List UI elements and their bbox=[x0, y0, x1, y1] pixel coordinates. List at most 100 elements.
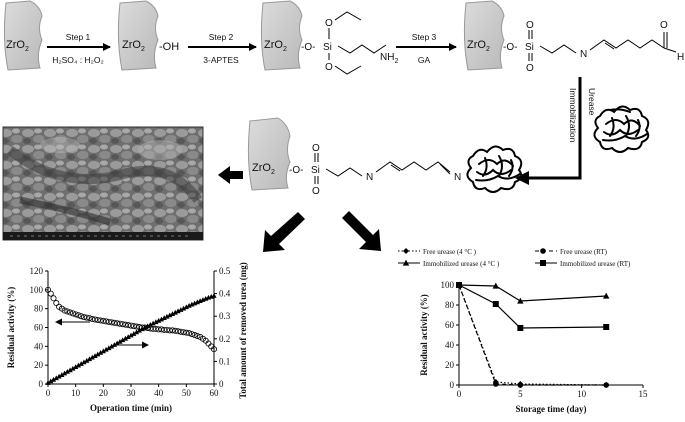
removed-urea-point bbox=[114, 340, 120, 346]
series-point-1 bbox=[493, 381, 499, 387]
activity-point bbox=[97, 317, 104, 324]
legend-swatch-marker bbox=[402, 259, 410, 266]
activity-point bbox=[183, 329, 190, 336]
series-point-1 bbox=[517, 382, 524, 388]
removed-urea-point bbox=[178, 307, 184, 312]
removed-urea-point bbox=[145, 323, 151, 329]
activity-point bbox=[186, 330, 193, 337]
activity-point bbox=[67, 309, 74, 316]
removed-urea-point bbox=[150, 320, 156, 326]
x-tick-label: 0 bbox=[457, 389, 462, 399]
removed-urea-point bbox=[97, 350, 104, 355]
arrow-to-right-chart bbox=[342, 211, 381, 251]
aldehyde-hydrogen: H bbox=[677, 52, 684, 63]
activity-point bbox=[105, 318, 112, 325]
right-chart-ylabel: Residual activity (%) bbox=[419, 294, 429, 376]
x-tick-label: 20 bbox=[99, 388, 109, 398]
legend-label: Free urease (RT) bbox=[560, 248, 608, 256]
removed-urea-point bbox=[153, 319, 159, 325]
activity-point bbox=[53, 300, 60, 307]
activity-point bbox=[45, 286, 52, 293]
activity-point bbox=[108, 319, 115, 326]
activity-point bbox=[119, 321, 126, 328]
x-tick-label: 60 bbox=[210, 388, 220, 398]
x-tick-label: 40 bbox=[154, 388, 164, 398]
left-chart-y2label: Total amount of removed urea (mg) bbox=[238, 262, 248, 399]
removed-urea-point bbox=[86, 356, 93, 362]
activity-point bbox=[172, 327, 179, 334]
x-tick-label: 10 bbox=[577, 389, 587, 399]
series-point-1 bbox=[603, 382, 609, 388]
removed-urea-point bbox=[186, 303, 192, 308]
activity-point bbox=[180, 329, 187, 336]
activity-point bbox=[194, 332, 201, 339]
activity-point bbox=[103, 318, 110, 325]
removed-urea-point bbox=[89, 354, 95, 360]
removed-urea-point bbox=[136, 327, 142, 333]
series-line-0 bbox=[458, 284, 607, 386]
activity-point bbox=[80, 314, 87, 321]
arrow-to-left-chart bbox=[263, 212, 305, 252]
removed-urea-point bbox=[70, 365, 76, 371]
removed-urea-point bbox=[169, 311, 176, 316]
series-point-3 bbox=[456, 282, 462, 288]
svg-text:ZrO2: ZrO2 bbox=[122, 39, 145, 53]
sem-image bbox=[2, 126, 204, 241]
removed-urea-point bbox=[81, 359, 87, 365]
removed-urea-point bbox=[73, 364, 79, 370]
series-point-3 bbox=[492, 301, 499, 307]
step-2-label: Step 2 bbox=[209, 32, 234, 42]
activity-point bbox=[191, 332, 198, 339]
activity-point bbox=[83, 314, 90, 321]
series-point-2 bbox=[492, 282, 499, 289]
step-1-reagent: H₂SO₄ : H₂O₂ bbox=[52, 55, 104, 65]
svg-text:O: O bbox=[325, 18, 333, 29]
left-chart-ylabel: Residual activity (%) bbox=[6, 287, 16, 369]
activity-point bbox=[111, 319, 118, 326]
svg-text:Si: Si bbox=[311, 165, 320, 176]
series-line-3 bbox=[458, 284, 607, 329]
activity-point bbox=[122, 321, 129, 328]
right-y-tick-label: 0.5 bbox=[219, 266, 231, 276]
removed-urea-point bbox=[67, 367, 73, 373]
svg-text:O: O bbox=[312, 143, 320, 154]
zro2-label: ZrO2 bbox=[6, 39, 29, 53]
series-line-1 bbox=[458, 284, 607, 386]
removed-urea-point bbox=[175, 308, 181, 314]
zro2-particle-2: ZrO2 -OH bbox=[117, 0, 179, 71]
removed-urea-point bbox=[122, 335, 129, 341]
x-tick-label: 50 bbox=[182, 388, 192, 398]
imine-nitrogen: N bbox=[580, 49, 587, 60]
removed-urea-point bbox=[131, 331, 137, 336]
activity-point bbox=[125, 322, 132, 329]
removed-urea-point bbox=[211, 293, 217, 298]
legend-label: Immobilized urease (RT) bbox=[560, 260, 631, 268]
removed-urea-point bbox=[48, 378, 54, 384]
svg-text:O: O bbox=[325, 62, 333, 73]
svg-text:ZrO2: ZrO2 bbox=[252, 162, 275, 176]
right-y-tick-label: 0.1 bbox=[219, 356, 230, 366]
activity-point bbox=[78, 313, 85, 320]
right-chart-xlabel: Storage time (day) bbox=[516, 404, 587, 414]
svg-text:O: O bbox=[526, 20, 534, 31]
removed-urea-point bbox=[180, 305, 187, 311]
right-y-tick-label: 0 bbox=[219, 379, 224, 389]
y-tick-label: 20 bbox=[445, 360, 455, 370]
step-3-reagent: GA bbox=[418, 55, 431, 65]
legend-label: Free urease (4 °C ) bbox=[423, 248, 477, 256]
svg-text:ZrO2: ZrO2 bbox=[264, 39, 287, 53]
right-y-tick-label: 0.3 bbox=[219, 311, 231, 321]
activity-point bbox=[133, 323, 140, 330]
step-2-reagent: 3-APTES bbox=[203, 55, 239, 65]
left-chart-xlabel: Operation time (min) bbox=[90, 403, 172, 413]
y-tick-label: 40 bbox=[445, 340, 455, 350]
removed-urea-point bbox=[161, 315, 167, 321]
activity-point bbox=[72, 311, 79, 318]
zro2-particle-5: ZrO2 -O- Si O O N N bbox=[247, 117, 461, 197]
activity-point bbox=[94, 316, 101, 323]
zro2-particle-1: ZrO2 bbox=[3, 0, 43, 71]
zro2-particle-4: ZrO2 -O- Si O O N O H bbox=[463, 0, 684, 74]
